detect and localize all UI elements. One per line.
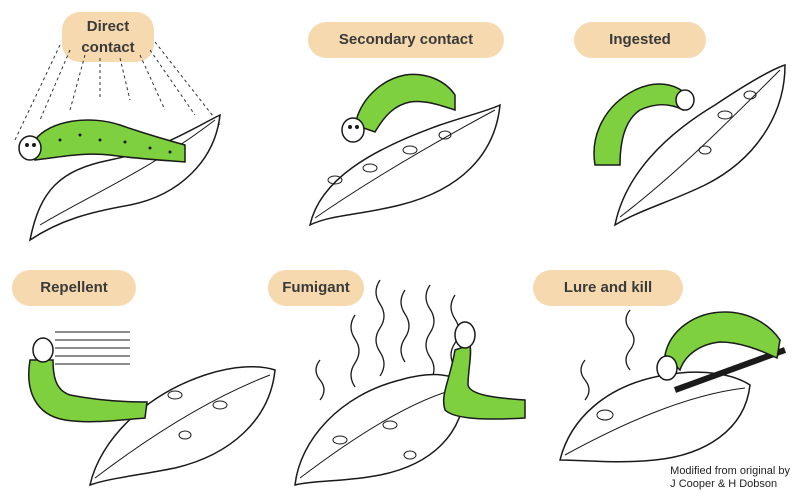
lure-and-kill-label: Lure and kill [533,279,683,296]
repellent-label: Repellent [12,279,136,296]
caterpillar [657,312,780,380]
fumigant-illustration [280,270,540,492]
credit-line-1: Modified from original by [670,465,790,478]
caterpillar [444,322,525,419]
credit-text: Modified from original by J Cooper & H D… [670,465,790,491]
secondary-contact-label: Secondary contact [308,31,504,48]
ingested-illustration [575,55,795,235]
direct-contact-illustration [0,0,260,250]
ingested-label: Ingested [574,31,706,48]
motion-lines [55,332,130,364]
credit-line-2: J Cooper & H Dobson [670,478,790,491]
caterpillar [19,120,185,162]
caterpillar [29,338,147,422]
secondary-contact-illustration [290,60,510,240]
repellent-illustration [5,320,280,490]
lure-and-kill-illustration [545,300,795,470]
leaf [295,375,465,485]
